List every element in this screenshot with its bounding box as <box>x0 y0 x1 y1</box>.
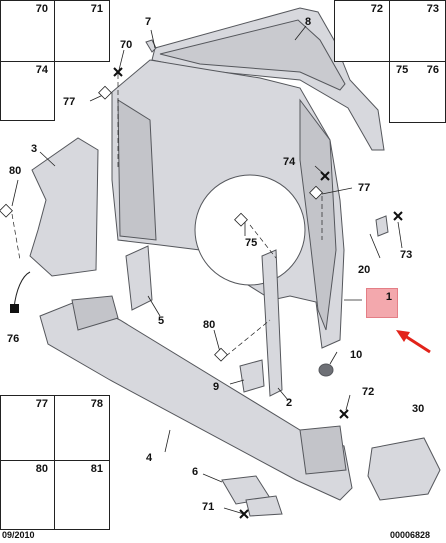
footer-date: 09/2010 <box>2 530 35 540</box>
label-9: 9 <box>213 381 220 393</box>
label-7: 7 <box>145 16 152 28</box>
box-81: 81 <box>54 460 110 530</box>
box-71: 71 <box>54 0 110 62</box>
label-70: 70 <box>120 39 133 51</box>
label-3: 3 <box>31 143 38 155</box>
box-74: 74 <box>0 61 55 121</box>
box-78: 78 <box>54 395 110 461</box>
footer-ref: 00006828 <box>390 530 431 540</box>
fan-opening <box>194 174 306 286</box>
label-2: 2 <box>286 397 293 409</box>
label-80b: 80 <box>203 319 216 331</box>
part-20-clip <box>375 215 389 237</box>
hardware-bag-icon <box>367 437 441 501</box>
part-5-bracket <box>125 245 153 311</box>
label-73: 73 <box>400 249 413 261</box>
label-20: 20 <box>358 264 371 276</box>
label-10: 10 <box>350 349 363 361</box>
label-76: 76 <box>7 333 20 345</box>
box-70: 70 <box>0 0 55 62</box>
label-6: 6 <box>192 466 199 478</box>
part-9-bracket <box>239 359 265 393</box>
box-80: 80 <box>0 460 55 530</box>
label-30: 30 <box>412 403 425 415</box>
highlight-arrow-icon <box>396 330 431 354</box>
label-74: 74 <box>283 156 296 168</box>
label-80a: 80 <box>9 165 22 177</box>
box-73: 73 <box>389 0 446 62</box>
box-72: 72 <box>334 0 390 62</box>
label-77b: 77 <box>358 182 371 194</box>
label-8: 8 <box>305 16 312 28</box>
label-72: 72 <box>362 386 375 398</box>
label-4: 4 <box>146 452 153 464</box>
label-5: 5 <box>158 315 165 327</box>
label-75: 75 <box>245 237 258 249</box>
label-77a: 77 <box>63 96 76 108</box>
part-10-grommet <box>318 363 334 377</box>
part-3-left-deflector <box>29 137 99 277</box>
label-71: 71 <box>202 501 215 513</box>
box-77: 77 <box>0 395 55 461</box>
highlight-callout-1[interactable]: 1 <box>366 288 398 318</box>
